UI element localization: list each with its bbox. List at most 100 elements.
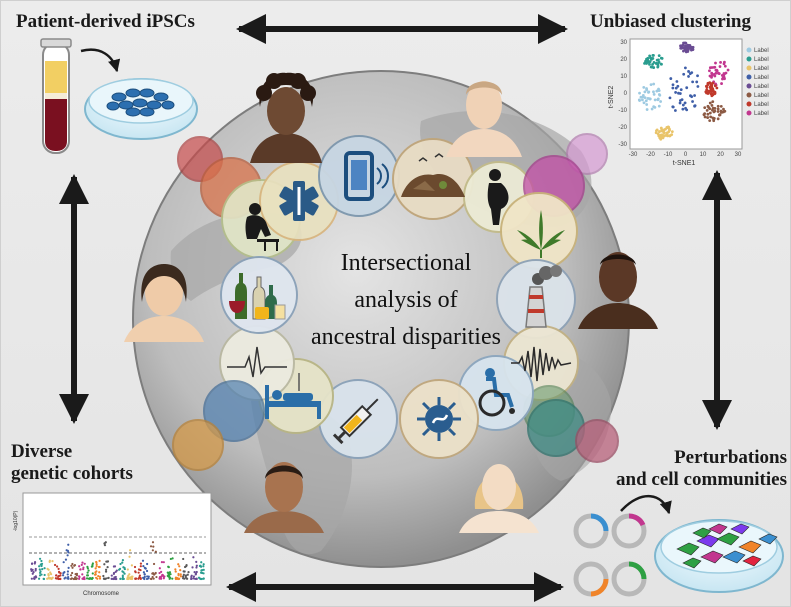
tsne-point bbox=[662, 131, 666, 135]
tsne-point bbox=[674, 91, 678, 94]
manhattan-point bbox=[95, 563, 98, 566]
manhattan-point bbox=[151, 541, 155, 544]
manhattan-point bbox=[117, 568, 121, 571]
manhattan-point bbox=[114, 570, 117, 573]
tsne-point bbox=[681, 43, 685, 47]
manhattan-point bbox=[192, 556, 195, 559]
tsne-point bbox=[689, 94, 692, 98]
tsne-point bbox=[656, 89, 660, 92]
manhattan-point bbox=[83, 576, 86, 579]
tsne-point bbox=[650, 65, 654, 69]
tsne-point bbox=[722, 62, 726, 66]
manhattan-point bbox=[171, 577, 174, 580]
tsne-point bbox=[713, 109, 717, 113]
manhattan-point bbox=[142, 571, 145, 574]
manhattan-point bbox=[130, 564, 133, 567]
manhattan-point bbox=[151, 572, 154, 575]
manhattan-point bbox=[182, 575, 185, 578]
tsne-point bbox=[645, 108, 649, 111]
manhattan-point bbox=[71, 571, 74, 575]
tsne-x-tick: 0 bbox=[684, 152, 688, 158]
tsne-point bbox=[713, 107, 717, 110]
tsne-legend-label: Label bbox=[754, 102, 769, 108]
tsne-legend-swatch bbox=[746, 47, 752, 53]
tsne-point bbox=[713, 74, 717, 78]
manhattan-point bbox=[49, 571, 52, 574]
tsne-point bbox=[637, 98, 641, 102]
tsne-point bbox=[648, 60, 652, 64]
manhattan-point bbox=[160, 570, 163, 573]
manhattan-point bbox=[199, 571, 203, 574]
manhattan-point bbox=[40, 559, 43, 563]
manhattan-point bbox=[66, 570, 70, 573]
manhattan-point bbox=[59, 572, 62, 575]
manhattan-point bbox=[138, 574, 141, 577]
tsne-point bbox=[711, 100, 715, 104]
manhattan-point bbox=[183, 565, 187, 569]
manhattan-point bbox=[64, 576, 67, 579]
person-portrait-bottom-left bbox=[244, 462, 324, 533]
tsne-point bbox=[682, 49, 685, 53]
tsne-point bbox=[668, 128, 671, 132]
manhattan-point bbox=[114, 577, 117, 581]
tsne-point bbox=[708, 111, 712, 115]
center-title-line3: ancestral disparities bbox=[311, 324, 501, 350]
manhattan-point bbox=[57, 577, 60, 581]
person-portrait-top-right bbox=[446, 81, 522, 157]
manhattan-point bbox=[43, 567, 46, 570]
tsne-point bbox=[682, 41, 685, 45]
tsne-point bbox=[718, 113, 722, 117]
tsne-y-tick: -10 bbox=[618, 108, 627, 114]
tsne-x-tick: 30 bbox=[735, 152, 742, 158]
tsne-legend-swatch bbox=[746, 92, 752, 98]
tsne-point bbox=[660, 62, 663, 66]
manhattan-point bbox=[192, 577, 195, 580]
tsne-legend-swatch bbox=[746, 110, 752, 116]
tsne-point bbox=[705, 85, 709, 89]
manhattan-point bbox=[179, 575, 183, 578]
manhattan-point bbox=[179, 573, 182, 576]
tsne-legend-label: Label bbox=[754, 93, 769, 99]
manhattan-point bbox=[70, 577, 74, 580]
manhattan-point bbox=[195, 560, 198, 563]
tsne-ylabel: t-SNE2 bbox=[608, 86, 615, 109]
tsne-x-tick: -20 bbox=[646, 152, 655, 158]
person-portrait-bottom-right bbox=[459, 464, 539, 533]
manhattan-point bbox=[49, 573, 53, 576]
tsne-point bbox=[669, 77, 673, 80]
tsne-x-tick: -10 bbox=[664, 152, 673, 158]
manhattan-point bbox=[67, 575, 70, 579]
manhattan-point bbox=[62, 561, 65, 564]
manhattan-point bbox=[91, 572, 94, 575]
manhattan-point bbox=[94, 567, 97, 570]
tsne-point bbox=[661, 133, 664, 137]
manhattan-point bbox=[150, 577, 153, 581]
tsne-y-tick: 30 bbox=[620, 40, 627, 46]
plasmid-rings bbox=[573, 513, 647, 597]
manhattan-point bbox=[182, 557, 185, 561]
syringe-icon bbox=[332, 398, 379, 445]
tsne-point bbox=[653, 98, 657, 102]
manhattan-point bbox=[186, 573, 189, 576]
tsne-legend-swatch bbox=[746, 65, 752, 71]
manhattan-point bbox=[48, 577, 51, 580]
tsne-point bbox=[659, 56, 663, 60]
tsne-point bbox=[712, 65, 716, 69]
manhattan-point bbox=[177, 563, 180, 566]
manhattan-point bbox=[121, 577, 124, 580]
tsne-point bbox=[677, 91, 680, 95]
manhattan-point bbox=[37, 577, 41, 580]
manhattan-point bbox=[191, 566, 194, 569]
tsne-point bbox=[659, 136, 663, 139]
tsne-point bbox=[656, 97, 660, 101]
tsne-point bbox=[649, 83, 653, 87]
manhattan-point bbox=[95, 561, 98, 564]
tsne-point bbox=[706, 82, 710, 85]
manhattan-point bbox=[75, 577, 78, 580]
medical-star-icon bbox=[279, 181, 319, 221]
tsne-point bbox=[716, 104, 720, 108]
manhattan-point bbox=[41, 568, 44, 571]
manhattan-point bbox=[121, 570, 124, 573]
